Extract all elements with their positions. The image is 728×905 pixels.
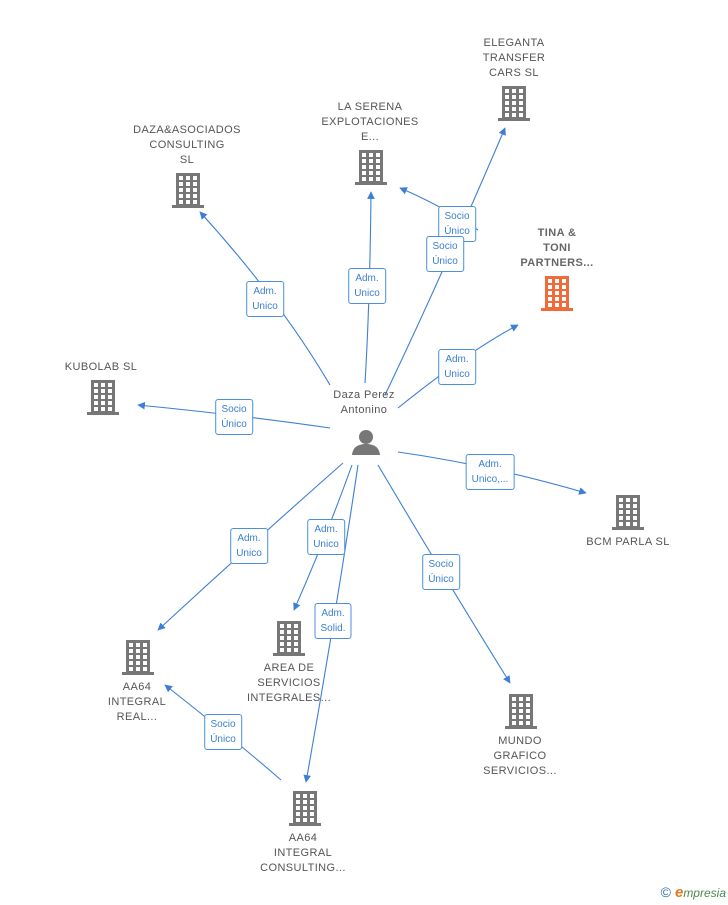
company-label-mundograf: MUNDO GRAFICO SERVICIOS... <box>483 734 557 779</box>
company-label-dazaasoc-line: DAZA&ASOCIADOS <box>133 124 241 136</box>
building-icon-eleganta[interactable] <box>498 86 530 121</box>
company-label-tinatoni: TINA & TONI PARTNERS... <box>520 226 593 271</box>
company-label-laserena: LA SERENA EXPLOTACIONES E... <box>321 100 418 145</box>
company-label-aa64real-line: INTEGRAL <box>107 696 167 708</box>
company-label-dazaasoc: DAZA&ASOCIADOS CONSULTING SL <box>133 123 241 168</box>
relation-label-tinatoni[interactable]: Adm. Unico <box>438 349 476 385</box>
company-label-kubolab-line: KUBOLAB SL <box>64 361 138 373</box>
relation-label-areaserv-line: Unico <box>313 539 339 550</box>
company-label-tinatoni-line: TONI <box>543 242 571 254</box>
building-icon-aa64consult[interactable] <box>289 791 321 826</box>
company-label-mundograf-line: SERVICIOS... <box>483 765 557 777</box>
relation-label-laserena-socio-line: Socio <box>432 241 458 252</box>
person-icon[interactable] <box>352 430 380 455</box>
relation-label-kubolab-line: Socio <box>221 404 247 415</box>
company-label-aa64consult-line: CONSULTING... <box>260 862 346 874</box>
relation-label-eleganta-line: Único <box>444 226 470 237</box>
relation-label-bcmparla-line: Unico,... <box>471 474 509 485</box>
building-icon-laserena[interactable] <box>355 150 387 185</box>
relation-label-areaserv-line: Adm. <box>314 524 338 535</box>
company-label-tinatoni-line: PARTNERS... <box>520 257 594 269</box>
company-label-areaserv: AREA DE SERVICIOS INTEGRALES... <box>247 661 331 706</box>
company-label-laserena-line: EXPLOTACIONES <box>321 116 419 128</box>
relation-label-laserena-adm[interactable]: Adm. Unico <box>348 268 386 304</box>
company-label-areaserv-line: INTEGRALES... <box>246 692 332 704</box>
relation-label-aa64consult-line: Solid. <box>320 623 346 634</box>
relation-label-bcmparla[interactable]: Adm. Unico,... <box>465 454 515 490</box>
relation-label-aa64real-line: Adm. <box>237 533 261 544</box>
relation-label-aa64-aa64-line: Único <box>210 734 236 745</box>
company-label-eleganta: ELEGANTA TRANSFER CARS SL <box>483 36 545 81</box>
company-label-laserena-line: E... <box>360 131 380 143</box>
relation-label-aa64real-line: Unico <box>236 548 262 559</box>
relation-label-dazaasoc-line: Adm. <box>253 286 277 297</box>
relation-label-laserena-adm-line: Unico <box>354 288 380 299</box>
company-label-aa64real-line: AA64 <box>122 681 152 693</box>
relation-label-tinatoni-line: Adm. <box>445 354 469 365</box>
relation-label-laserena-socio-line: Único <box>432 256 458 267</box>
relation-label-mundograf-line: Único <box>428 574 454 585</box>
relation-label-eleganta-line: Socio <box>444 211 470 222</box>
company-label-tinatoni-line: TINA & <box>537 227 577 239</box>
company-label-bcmparla: BCM PARLA SL <box>586 535 669 550</box>
person-label-line: Daza Perez <box>333 389 395 401</box>
building-icon-bcmparla[interactable] <box>612 495 644 530</box>
company-label-mundograf-line: MUNDO <box>498 735 542 747</box>
relation-label-kubolab-line: Único <box>221 419 247 430</box>
brand-name: mpresia <box>683 886 726 900</box>
relation-label-dazaasoc[interactable]: Adm. Unico <box>246 281 284 317</box>
person-label-line: Antonino <box>340 404 388 416</box>
building-icon-dazaasoc[interactable] <box>172 173 204 208</box>
copyright-icon: © <box>660 884 671 900</box>
company-label-bcmparla-line: BCM PARLA SL <box>586 536 670 548</box>
relation-label-aa64consult-line: Adm. <box>321 608 345 619</box>
company-label-areaserv-line: AREA DE <box>263 662 315 674</box>
company-label-dazaasoc-line: CONSULTING <box>149 139 225 151</box>
company-label-laserena-line: LA SERENA <box>337 101 403 113</box>
company-label-kubolab: KUBOLAB SL <box>65 360 137 375</box>
company-label-dazaasoc-line: SL <box>179 154 195 166</box>
relation-label-laserena-adm-line: Adm. <box>355 273 379 284</box>
company-label-eleganta-line: ELEGANTA <box>483 37 545 49</box>
relation-label-dazaasoc-line: Unico <box>252 301 278 312</box>
brand-initial: e <box>674 884 684 901</box>
company-label-mundograf-line: GRAFICO <box>493 750 547 762</box>
company-label-aa64consult-line: AA64 <box>288 832 318 844</box>
relation-label-tinatoni-line: Unico <box>444 369 470 380</box>
company-label-eleganta-line: TRANSFER <box>482 52 546 64</box>
building-icon-aa64real[interactable] <box>122 640 154 675</box>
company-label-aa64real-line: REAL... <box>116 711 158 723</box>
relation-label-bcmparla-line: Adm. <box>478 459 502 470</box>
empresia-logo: ©empresia <box>661 884 726 901</box>
company-label-areaserv-line: SERVICIOS <box>257 677 321 689</box>
building-icon-mundograf[interactable] <box>505 694 537 729</box>
relation-label-areaserv[interactable]: Adm. Unico <box>307 519 345 555</box>
building-icon-areaserv[interactable] <box>273 621 305 656</box>
relation-label-aa64consult[interactable]: Adm. Solid. <box>314 603 352 639</box>
relation-label-aa64real[interactable]: Adm. Unico <box>230 528 268 564</box>
company-label-eleganta-line: CARS SL <box>489 67 539 79</box>
building-icon-kubolab[interactable] <box>87 380 119 415</box>
building-icon-tinatoni[interactable] <box>541 276 573 311</box>
company-label-aa64consult-line: INTEGRAL <box>273 847 333 859</box>
relation-label-mundograf-line: Socio <box>428 559 454 570</box>
relation-label-aa64-aa64-line: Socio <box>210 719 236 730</box>
